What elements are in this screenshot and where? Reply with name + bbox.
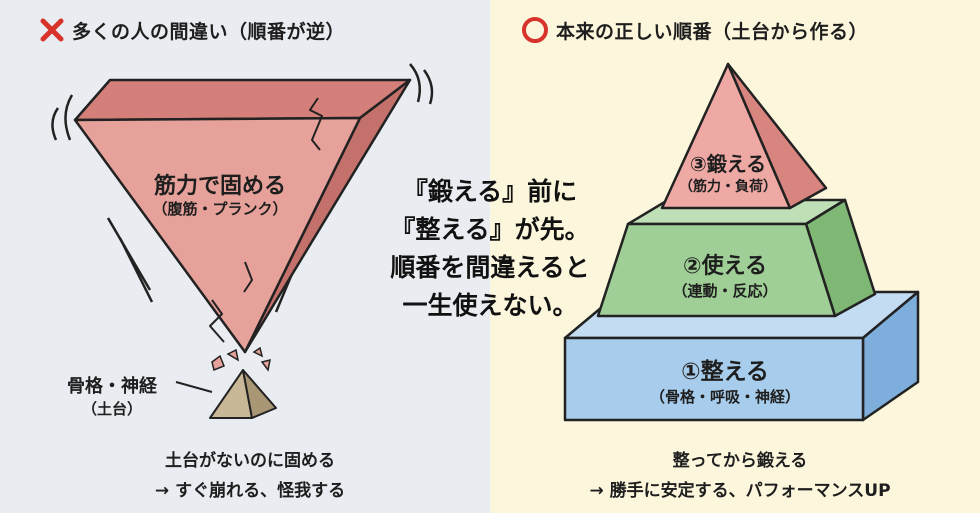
debris-piece <box>252 346 264 358</box>
motion-line <box>409 63 421 103</box>
left-caption-line1: 土台がないのに固める <box>165 451 335 471</box>
base-pyramid-side <box>242 369 277 419</box>
base-label: 骨格・神経 <box>67 376 157 397</box>
tier2-label: ②使える <box>683 254 767 279</box>
debris-piece <box>260 358 271 372</box>
tier2-front <box>596 222 837 318</box>
center-message: 『鍛える』前に 『整える』が先。 順番を間違えると 一生使えない。 <box>360 173 620 325</box>
center-message-line: 『整える』が先。 <box>390 215 590 244</box>
inverted-pyramid-label: 筋力で固める <box>153 174 286 199</box>
base-pointer-line <box>175 381 213 393</box>
tier3-sublabel: （筋力・負荷） <box>679 179 777 195</box>
crack-line <box>209 299 225 343</box>
debris-piece <box>226 348 240 362</box>
center-message-line: 順番を間違えると <box>390 253 590 282</box>
circle-icon <box>522 17 548 43</box>
left-caption: 土台がないのに固める → すぐ崩れる、怪我する <box>60 446 440 506</box>
right-caption-line2: → 勝手に安定する、パフォーマンスUP <box>589 481 891 501</box>
motion-line <box>64 94 74 141</box>
tier1-label: ①整える <box>681 359 769 385</box>
center-message-line: 『鍛える』前に <box>402 177 578 206</box>
tier2-sublabel: （連動・反応） <box>672 282 778 300</box>
debris-piece <box>211 354 225 372</box>
inverted-pyramid-illustration <box>51 63 434 419</box>
inverted-pyramid-sublabel: （腹筋・プランク） <box>152 200 288 218</box>
motion-line <box>422 69 434 105</box>
inverted-pyramid-front <box>73 116 362 354</box>
left-caption-line2: → すぐ崩れる、怪我する <box>154 481 346 501</box>
tier1-sublabel: （骨格・呼吸・神経） <box>649 388 800 406</box>
right-heading: 本来の正しい順番（土台から作る） <box>520 14 868 46</box>
left-heading-text: 多くの人の間違い（順番が逆） <box>72 20 346 43</box>
crack-line <box>309 97 323 151</box>
crack-line <box>243 261 253 293</box>
tier3-label: ③鍛える <box>689 152 767 176</box>
base-sublabel: （土台） <box>81 400 142 418</box>
right-caption: 整ってから鍛える → 勝手に安定する、パフォーマンスUP <box>515 446 965 506</box>
right-heading-text: 本来の正しい順番（土台から作る） <box>556 20 869 43</box>
center-message-line: 一生使えない。 <box>402 291 578 320</box>
left-heading: 多くの人の間違い（順番が逆） <box>38 14 345 46</box>
motion-line <box>118 237 154 303</box>
tier1-front <box>563 336 865 422</box>
cross-icon <box>40 18 64 42</box>
right-caption-line1: 整ってから鍛える <box>672 451 808 471</box>
tier3-side <box>726 62 828 210</box>
motion-line <box>51 107 60 141</box>
